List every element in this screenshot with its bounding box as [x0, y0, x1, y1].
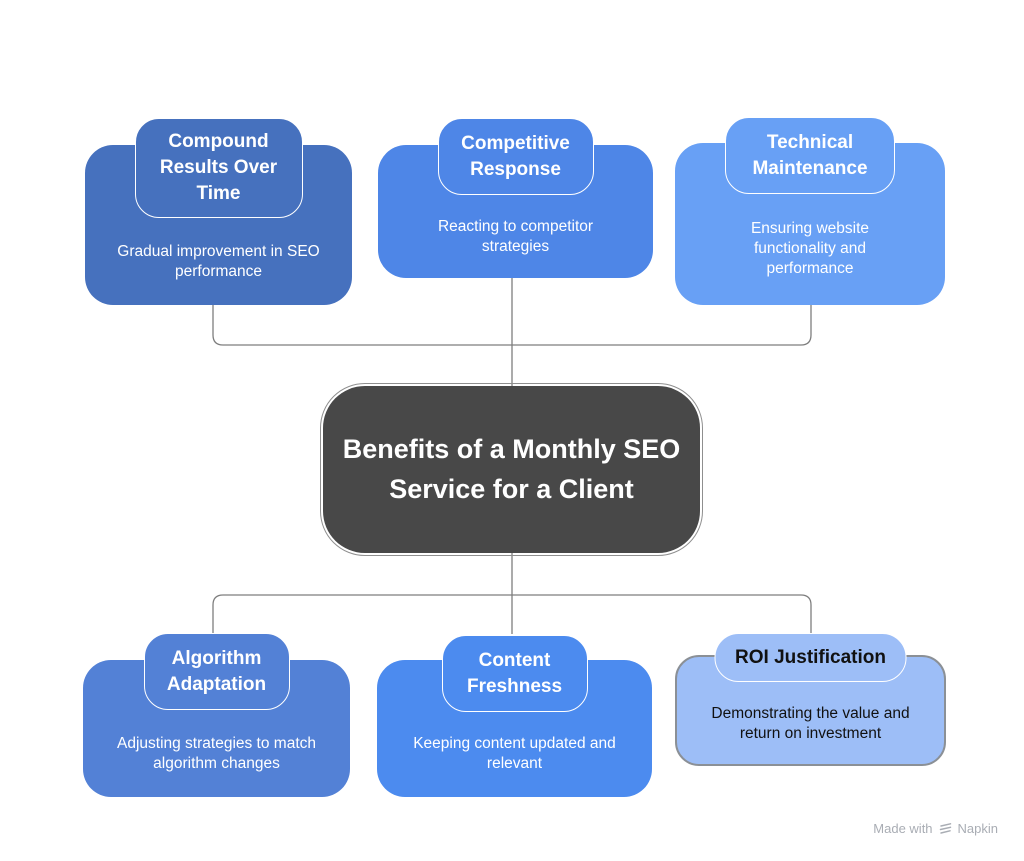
- node-description: Adjusting strategies to match algorithm …: [116, 734, 317, 772]
- node-title-pill: Technical Maintenance: [725, 117, 895, 194]
- node-roi-justification: ROI Justification Demonstrating the valu…: [675, 633, 946, 766]
- node-competitive-response: Competitive Response Reacting to competi…: [378, 118, 653, 278]
- node-content-freshness: Content Freshness Keeping content update…: [377, 635, 652, 797]
- node-compound-results: Compound Results Over Time Gradual impro…: [85, 118, 352, 305]
- watermark: Made with Napkin: [873, 821, 998, 836]
- node-description: Gradual improvement in SEO performance: [117, 242, 320, 280]
- node-algorithm-adaptation: Algorithm Adaptation Adjusting strategie…: [83, 633, 350, 797]
- node-title: Algorithm Adaptation: [166, 647, 267, 695]
- connector-bottom-bus: [212, 594, 812, 634]
- node-description: Ensuring website functionality and perfo…: [750, 220, 870, 277]
- node-title: Content Freshness: [466, 649, 563, 697]
- node-description: Reacting to competitor strategies: [437, 217, 594, 255]
- watermark-prefix: Made with: [873, 821, 933, 836]
- node-title: Technical Maintenance: [752, 131, 868, 179]
- central-topic-title: Benefits of a Monthly SEO Service for a …: [342, 434, 681, 504]
- node-title: Compound Results Over Time: [159, 131, 278, 204]
- node-title-pill: ROI Justification: [714, 633, 907, 682]
- watermark-brand: Napkin: [957, 821, 998, 836]
- node-technical-maintenance: Technical Maintenance Ensuring website f…: [675, 117, 945, 305]
- napkin-logo-icon: [938, 822, 953, 836]
- node-central-topic: Benefits of a Monthly SEO Service for a …: [320, 383, 703, 556]
- node-title-pill: Competitive Response: [437, 118, 594, 195]
- node-title-pill: Compound Results Over Time: [134, 118, 303, 218]
- node-title: ROI Justification: [735, 646, 886, 668]
- node-description: Demonstrating the value and return on in…: [711, 705, 910, 742]
- node-title-pill: Content Freshness: [441, 635, 588, 712]
- node-title-pill: Algorithm Adaptation: [143, 633, 290, 710]
- node-title: Competitive Response: [461, 132, 570, 180]
- node-description: Keeping content updated and relevant: [413, 734, 616, 772]
